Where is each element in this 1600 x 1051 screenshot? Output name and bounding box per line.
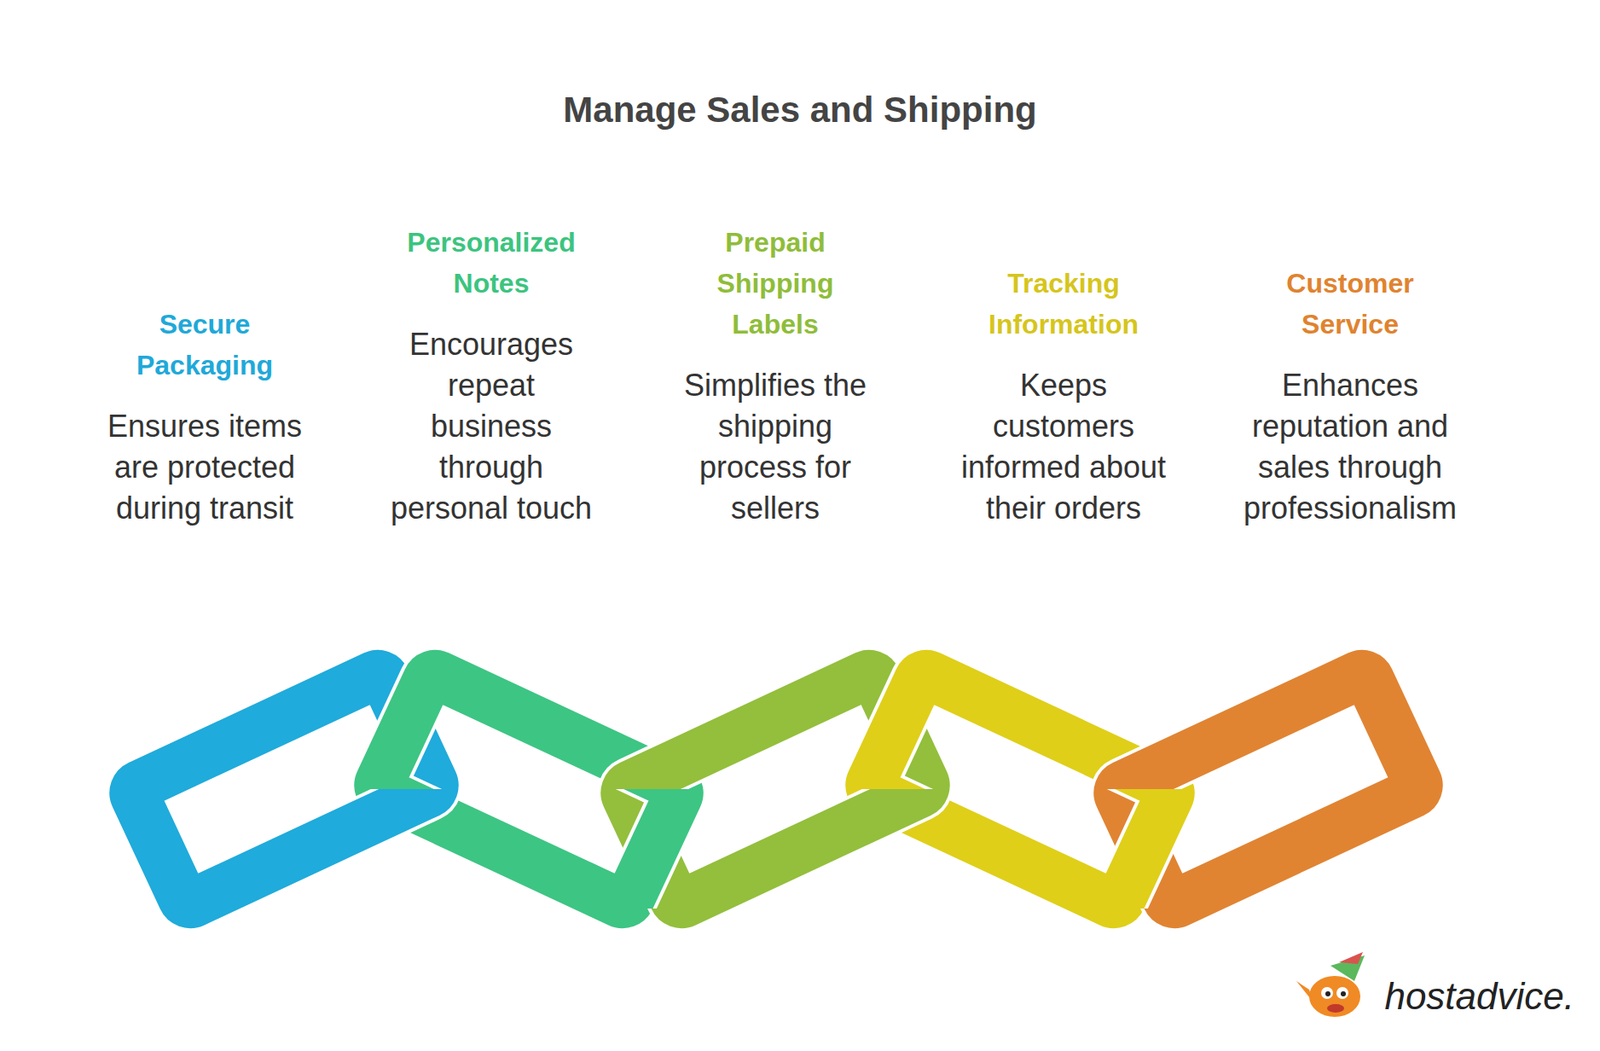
- step-description: Encourages repeat business through perso…: [387, 324, 597, 529]
- step-heading: Secure Packaging: [100, 303, 310, 386]
- chain-step: Tracking InformationKeeps customers info…: [952, 262, 1175, 529]
- chain-overlap: [346, 788, 437, 906]
- step-heading: Tracking Information: [959, 262, 1169, 345]
- logo-icon: [1296, 951, 1365, 1017]
- step-description: Enhances reputation and sales through pr…: [1230, 365, 1470, 529]
- step-description: Keeps customers informed about their ord…: [952, 365, 1175, 529]
- watermark: hostadvice.: [1384, 973, 1575, 1019]
- chain-step: Personalized NotesEncourages repeat busi…: [387, 221, 597, 529]
- step-description: Ensures items are protected during trans…: [93, 405, 316, 529]
- step-heading: Customer Service: [1246, 262, 1456, 345]
- step-heading: Prepaid Shipping Labels: [671, 221, 881, 345]
- chain-overlap: [591, 788, 682, 906]
- chain-overlap: [837, 788, 928, 906]
- step-description: Simplifies the shipping process for sell…: [671, 365, 881, 529]
- chain-step: Customer ServiceEnhances reputation and …: [1230, 262, 1470, 529]
- chain-step: Prepaid Shipping LabelsSimplifies the sh…: [671, 221, 881, 529]
- step-heading: Personalized Notes: [387, 221, 597, 304]
- chain-step: Secure PackagingEnsures items are protec…: [93, 303, 316, 529]
- chain-overlap: [1084, 788, 1173, 906]
- diagram-title: Manage Sales and Shipping: [0, 88, 1600, 132]
